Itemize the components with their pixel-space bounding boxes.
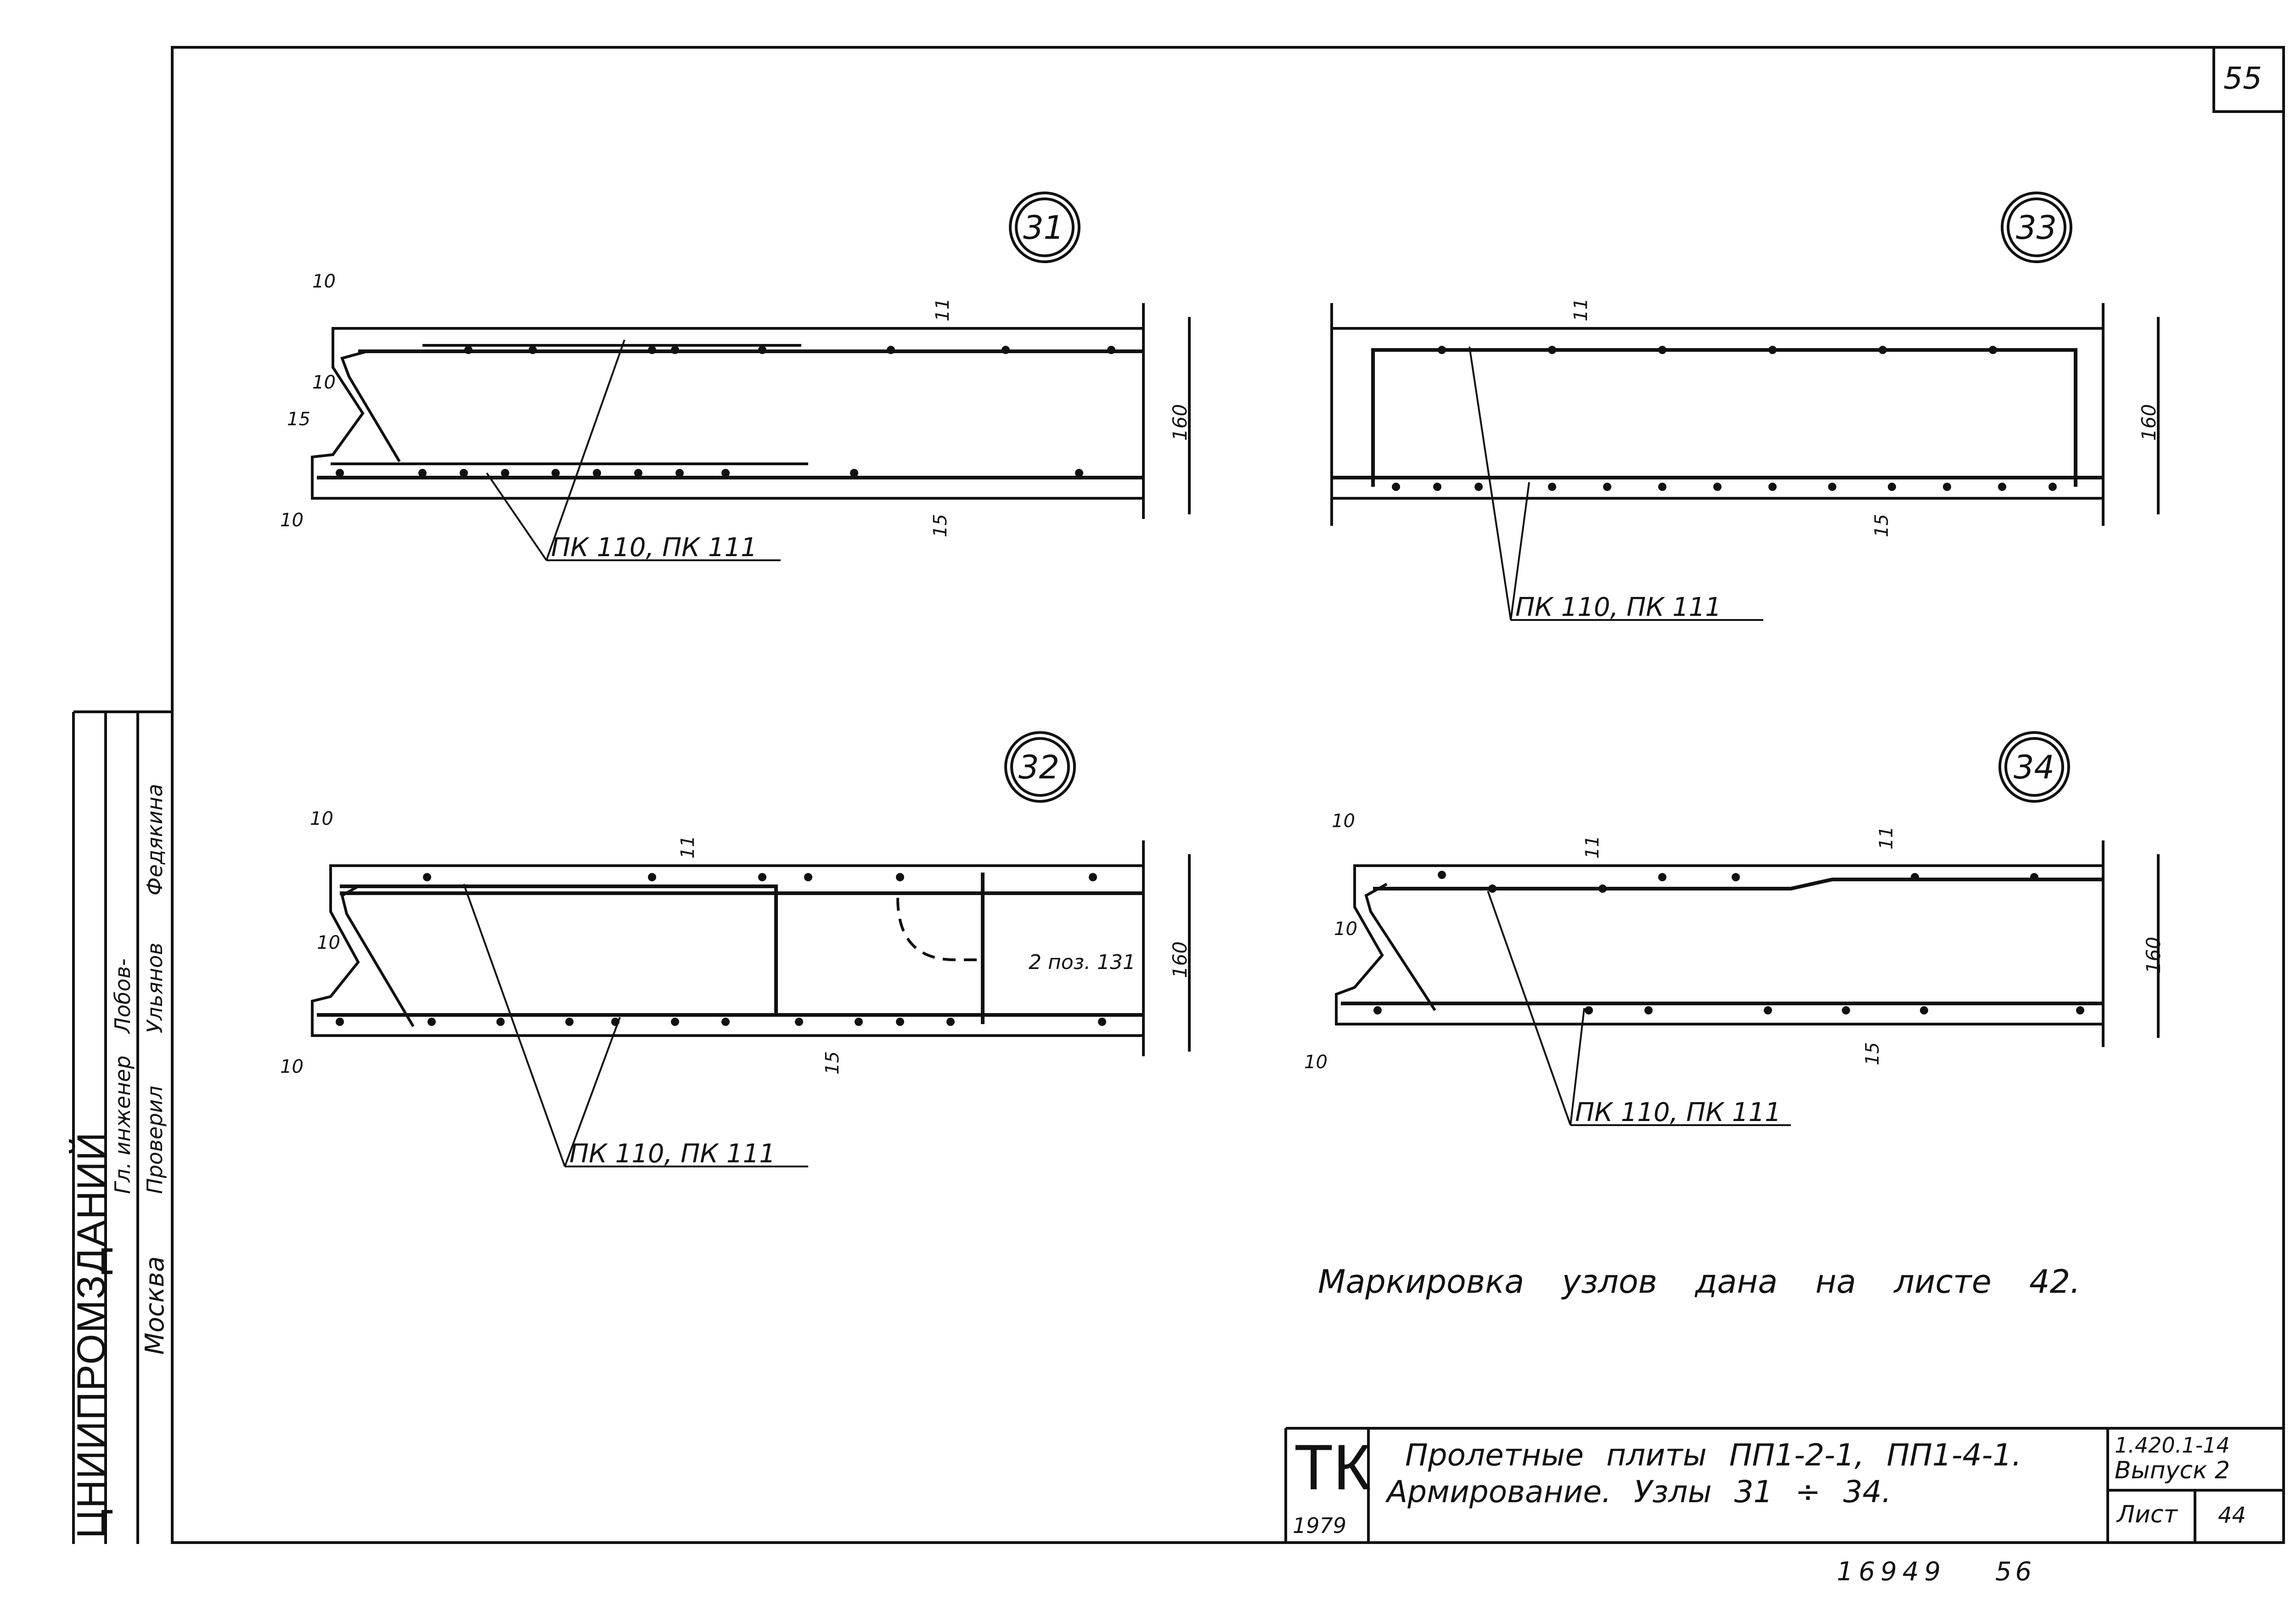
node-34-dim-bevel: 10 bbox=[1334, 918, 1357, 940]
role-chief-engineer: Гл. инженер bbox=[110, 1055, 135, 1194]
node-34-geometry bbox=[1335, 840, 2160, 1047]
org-name: ЦНИИПРОМЗДАНИЙ bbox=[69, 1131, 113, 1538]
node-34-dim-bottom-gap: 10 bbox=[1304, 1052, 1328, 1073]
issue-number: Выпуск 2 bbox=[2115, 1457, 2230, 1484]
signature-3: Федякина bbox=[142, 783, 167, 896]
node-33-dim-rebar-top: 11 bbox=[1570, 298, 1592, 321]
node-32-dim-bevel: 10 bbox=[317, 932, 340, 953]
page-number: 55 bbox=[2223, 61, 2262, 96]
role-checked: Проверил bbox=[142, 1086, 167, 1194]
drawing-frame bbox=[171, 46, 2285, 1544]
node-34-dim-rebar-bottom: 15 bbox=[1862, 1042, 1883, 1065]
signature-1: Лобов- bbox=[110, 958, 135, 1033]
node-31-label: ПК 110, ПК 111 bbox=[551, 533, 757, 563]
node-number-33: 33 bbox=[2016, 209, 2057, 247]
marking-note: Маркировка узлов дана на листе 42. bbox=[1318, 1263, 2081, 1301]
node-34-dim-top-gap: 10 bbox=[1332, 811, 1355, 832]
node-32-position-note: 2 поз. 131 bbox=[1029, 951, 1136, 974]
node-31-dim-rebar-top: 11 bbox=[932, 298, 953, 321]
node-31-geometry bbox=[311, 303, 1191, 519]
node-32-dim-top-gap: 10 bbox=[310, 808, 333, 829]
node-33-dim-height: 160 bbox=[2138, 404, 2160, 441]
rebar-dots bbox=[336, 346, 2084, 1026]
leader-lines bbox=[463, 339, 1791, 1167]
node-34-dim-rebar-top: 11 bbox=[1582, 835, 1603, 859]
node-32-label: ПК 110, ПК 111 bbox=[569, 1139, 776, 1169]
node-33-geometry bbox=[1330, 303, 2160, 526]
title-block-year: 1979 bbox=[1293, 1513, 1347, 1538]
title-block-logo: ТК bbox=[1294, 1431, 1371, 1503]
node-31-dim-lower: 15 bbox=[287, 409, 310, 430]
node-number-32: 32 bbox=[1019, 749, 1060, 786]
sheet-label: Лист bbox=[2117, 1501, 2178, 1528]
title-line-2: Армирование. Узлы 31 ÷ 34. bbox=[1387, 1474, 1891, 1510]
node-32-dim-rebar-top: 11 bbox=[677, 835, 698, 859]
title-block-lines bbox=[72, 710, 2285, 1544]
signature-2: Ульянов bbox=[142, 942, 167, 1033]
node-33-label: ПК 110, ПК 111 bbox=[1515, 592, 1722, 622]
node-31-dim-bevel: 10 bbox=[312, 372, 336, 393]
node-32-dim-bottom-gap: 10 bbox=[280, 1056, 304, 1077]
node-31-dim-bottom-gap: 10 bbox=[280, 510, 304, 531]
org-city: Москва bbox=[140, 1256, 170, 1355]
node-34-label: ПК 110, ПК 111 bbox=[1575, 1098, 1781, 1127]
bottom-stamp-right: 56 bbox=[1995, 1557, 2036, 1587]
node-31-dim-top-gap: 10 bbox=[312, 271, 336, 292]
title-line-1: Пролетные плиты ПП1-2-1, ПП1-4-1. bbox=[1405, 1437, 2022, 1473]
node-34-dim-height: 160 bbox=[2142, 936, 2165, 974]
series-code: 1.420.1-14 bbox=[2115, 1433, 2230, 1458]
node-32-dim-rebar-bottom: 15 bbox=[822, 1051, 843, 1075]
node-32-dim-height: 160 bbox=[1169, 941, 1191, 978]
bottom-stamp-left: 16949 bbox=[1837, 1557, 1947, 1587]
page-number-box bbox=[2212, 46, 2285, 113]
node-33-dim-rebar-bottom: 15 bbox=[1871, 514, 1892, 537]
node-number-34: 34 bbox=[2014, 749, 2055, 786]
node-34-dim-rebar-top-right: 11 bbox=[1876, 826, 1897, 850]
node-32-geometry bbox=[311, 840, 1191, 1056]
node-number-31: 31 bbox=[1023, 209, 1064, 247]
node-31-dim-height: 160 bbox=[1169, 404, 1191, 441]
node-31-dim-rebar-bottom: 15 bbox=[930, 514, 951, 537]
node-circles bbox=[1004, 192, 2072, 803]
sheet-value: 44 bbox=[2218, 1503, 2246, 1528]
